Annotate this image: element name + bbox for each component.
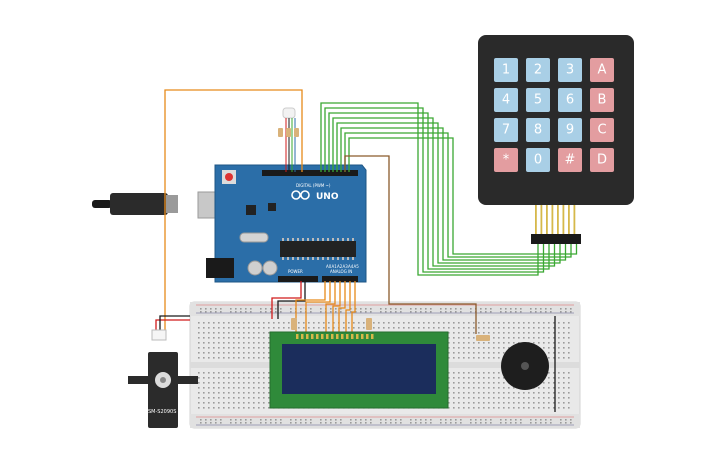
keypad-key-label: 1 xyxy=(502,63,510,78)
lcd-pads xyxy=(296,334,374,339)
keypad-key-label: A xyxy=(598,63,607,78)
crystal xyxy=(239,232,269,243)
lcd-wire xyxy=(332,281,341,332)
keypad-keys: 1 2 3 A 4 5 6 B 7 8 9 C * 0 # D xyxy=(494,58,614,172)
keypad-wire xyxy=(344,132,572,258)
servo-motor: SM-S2090S xyxy=(128,329,198,428)
lcd-wire xyxy=(325,281,336,332)
keypad-key[interactable]: 9 xyxy=(558,118,582,142)
digital-header xyxy=(262,170,358,176)
chip-pins xyxy=(282,238,354,260)
keypad-key-label: 4 xyxy=(502,93,510,108)
power-header xyxy=(278,276,318,282)
keypad-wires xyxy=(320,102,578,276)
resistor xyxy=(286,128,291,137)
keypad-key-label: 7 xyxy=(502,123,510,138)
buzzer-wire xyxy=(344,155,477,334)
lcd-wire xyxy=(345,281,351,332)
keypad-key[interactable]: D xyxy=(590,148,614,172)
analog-pin-label: A0 xyxy=(326,264,332,269)
keypad-key[interactable]: 4 xyxy=(494,88,518,112)
capacitor xyxy=(247,260,263,276)
piezo-buzzer xyxy=(501,316,556,412)
keypad-pins xyxy=(535,205,576,235)
usb-plug xyxy=(110,193,168,215)
keypad-key-label: * xyxy=(503,153,510,168)
analog-pin-label: A5 xyxy=(354,264,360,269)
analog-label: ANALOG IN xyxy=(330,269,352,274)
keypad-key[interactable]: 1 xyxy=(494,58,518,82)
keypad-key[interactable]: A xyxy=(590,58,614,82)
keypad-key-label: B xyxy=(598,93,607,108)
keypad-wire xyxy=(348,137,578,255)
keypad-4x4: 1 2 3 A 4 5 6 B 7 8 9 C * 0 # D xyxy=(478,35,634,244)
power-label: POWER xyxy=(288,269,303,274)
keypad-key-label: C xyxy=(597,123,606,138)
analog-header xyxy=(322,276,358,282)
resistor xyxy=(278,128,283,137)
lcd-wires xyxy=(295,281,356,332)
analog-pin-label: A3 xyxy=(343,264,349,269)
keypad-key[interactable]: * xyxy=(494,148,518,172)
analog-pin-label: A2 xyxy=(337,264,343,269)
lcd-wire xyxy=(338,281,346,332)
board-label: UNO xyxy=(316,192,339,202)
keypad-key[interactable]: 5 xyxy=(526,88,550,112)
keypad-wire xyxy=(328,112,550,270)
capacitor xyxy=(262,260,278,276)
keypad-wire xyxy=(320,102,539,276)
servo-signal-wire xyxy=(164,89,303,330)
keypad-key[interactable]: 2 xyxy=(526,58,550,82)
lcd-wire xyxy=(295,281,326,332)
keypad-key-label: 2 xyxy=(534,63,542,78)
arduino-logo: UNO xyxy=(291,190,339,202)
keypad-wire xyxy=(324,107,545,273)
lcd-wire xyxy=(305,281,331,332)
digital-label: DIGITAL (PWM ~) xyxy=(296,183,331,188)
keypad-key-label: 8 xyxy=(534,123,542,138)
power-5v-wire xyxy=(271,281,302,319)
usb-cable xyxy=(92,200,112,208)
resistor xyxy=(291,318,297,330)
keypad-key-label: 0 xyxy=(534,153,542,168)
keypad-key[interactable]: 6 xyxy=(558,88,582,112)
gnd-wire xyxy=(277,281,306,319)
rgb-led xyxy=(278,107,299,172)
servo-power-wire xyxy=(155,319,190,330)
keypad-key[interactable]: # xyxy=(558,148,582,172)
keypad-key[interactable]: B xyxy=(590,88,614,112)
atmega-chip xyxy=(280,241,356,257)
keypad-key-label: 5 xyxy=(534,93,542,108)
wires xyxy=(155,89,578,334)
keypad-key-label: 6 xyxy=(566,93,574,108)
keypad-key[interactable]: 7 xyxy=(494,118,518,142)
power-jack xyxy=(206,258,234,278)
keypad-connector xyxy=(531,234,581,244)
servo-connector xyxy=(151,329,167,341)
keypad-key-label: 3 xyxy=(566,63,574,78)
keypad-wire xyxy=(332,117,556,267)
keypad-key-label: 9 xyxy=(566,123,574,138)
lcd-16x2 xyxy=(269,331,449,409)
lcd-screen xyxy=(282,344,436,394)
resistor xyxy=(294,128,299,137)
analog-pin-label: A4 xyxy=(348,264,354,269)
keypad-key-label: D xyxy=(597,153,607,168)
servo-gnd-wire xyxy=(159,315,190,330)
keypad-key[interactable]: C xyxy=(590,118,614,142)
lcd-wire xyxy=(351,281,356,332)
keypad-key[interactable]: 0 xyxy=(526,148,550,172)
keypad-key[interactable]: 8 xyxy=(526,118,550,142)
resistor xyxy=(476,335,490,341)
analog-pin-label: A1 xyxy=(332,264,338,269)
servo-model-label: SM-S2090S xyxy=(148,409,176,415)
keypad-key[interactable]: 3 xyxy=(558,58,582,82)
keypad-key-label: # xyxy=(565,153,576,168)
resistor xyxy=(366,318,372,330)
